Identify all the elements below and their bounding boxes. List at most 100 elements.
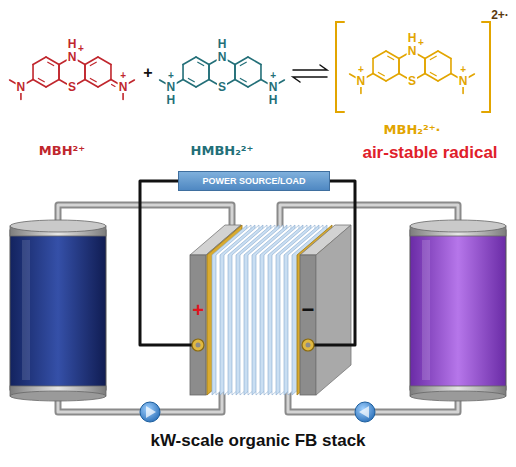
bond-line xyxy=(32,65,34,80)
bond-line xyxy=(373,74,386,82)
bond-line xyxy=(248,80,261,88)
bond-line xyxy=(84,65,86,80)
drawing-part xyxy=(22,240,30,380)
bond-line xyxy=(372,59,374,74)
drawing-part xyxy=(10,220,106,232)
drawing-part xyxy=(355,402,375,422)
bond-line xyxy=(183,80,196,88)
bond-line xyxy=(122,93,124,100)
bond-line xyxy=(59,60,67,65)
bond-line xyxy=(90,78,96,81)
pumps xyxy=(140,402,375,422)
bond-line xyxy=(58,65,60,80)
bond-line xyxy=(128,80,134,84)
atom-label: H xyxy=(166,94,177,106)
bond-line xyxy=(430,72,436,75)
bond-line xyxy=(240,78,246,81)
negolyte-tank xyxy=(10,220,106,401)
bond-line xyxy=(399,74,407,79)
bond-line xyxy=(182,65,184,80)
terminals xyxy=(192,339,314,351)
bond-line xyxy=(386,51,399,59)
bond-line xyxy=(248,57,261,65)
bond-line xyxy=(188,78,194,81)
bond-line xyxy=(33,80,46,88)
atom-label: S xyxy=(407,75,417,87)
atom-label: + xyxy=(167,71,175,81)
bond-line xyxy=(293,65,327,70)
atom-label: + xyxy=(77,44,85,54)
bond-line xyxy=(176,80,183,84)
bond-line xyxy=(84,65,86,80)
bond-line xyxy=(235,80,248,88)
bond-line xyxy=(398,59,400,74)
bond-line xyxy=(240,62,246,65)
bond-line xyxy=(482,22,490,112)
atom-label: N xyxy=(268,81,279,93)
compound-name: MBH²⁺ xyxy=(39,144,85,157)
bond-line xyxy=(373,51,386,59)
annotation-label: 2+· xyxy=(491,9,509,21)
wires xyxy=(140,181,355,345)
power-box: POWER SOURCE/LOAD xyxy=(178,171,330,191)
atom-label: N xyxy=(407,45,418,57)
annotation-label: + xyxy=(192,300,204,320)
atom-label: N xyxy=(16,81,27,93)
bond-line xyxy=(388,56,394,59)
bond-line xyxy=(293,77,327,82)
atom-label: N xyxy=(166,81,177,93)
compound-name: HMBH₂²⁺ xyxy=(191,144,254,157)
drawing-part xyxy=(140,181,192,345)
annotation-label: air-stable radical xyxy=(362,144,497,161)
drawing-part xyxy=(422,240,430,380)
bond-line xyxy=(378,72,384,75)
figure-caption: kW-scale organic FB stack xyxy=(150,432,365,449)
bond-line xyxy=(85,80,98,88)
bond-line xyxy=(196,80,209,88)
drawing-part xyxy=(302,339,314,351)
bond-line xyxy=(360,87,362,94)
pipes xyxy=(58,205,458,412)
bond-line xyxy=(209,60,217,65)
bond-line xyxy=(196,57,209,65)
bond-line xyxy=(425,51,438,59)
bond-line xyxy=(417,74,425,79)
drawing-part xyxy=(316,225,351,395)
bond-line xyxy=(398,59,400,74)
atom-label: N xyxy=(67,51,78,63)
atom-label: H xyxy=(268,94,279,106)
drawing-part xyxy=(410,230,506,390)
bond-line xyxy=(424,59,426,74)
bond-line xyxy=(424,59,426,74)
drawing-part xyxy=(192,339,204,351)
drawing-part xyxy=(359,406,369,418)
atom-label: N xyxy=(356,75,367,87)
bond-line xyxy=(468,74,474,78)
atom-label: + xyxy=(143,65,152,81)
drawing-part xyxy=(300,255,316,395)
bond-line xyxy=(450,59,452,74)
compound-name: MBH₂²⁺· xyxy=(384,123,441,136)
bond-line xyxy=(112,84,115,86)
bond-line xyxy=(399,54,407,59)
bond-line xyxy=(234,65,236,80)
bond-line xyxy=(462,87,464,94)
bond-line xyxy=(98,57,111,65)
bond-line xyxy=(77,80,85,85)
atom-label: + xyxy=(417,38,425,48)
bond-line xyxy=(38,78,44,81)
atom-label: + xyxy=(119,71,127,81)
bond-line xyxy=(227,80,235,85)
atom-label: S xyxy=(217,81,227,93)
drawing-part xyxy=(314,181,355,345)
bond-line xyxy=(438,74,451,82)
bond-line xyxy=(430,56,436,59)
atom-label: N xyxy=(458,75,469,87)
bond-line xyxy=(438,51,451,59)
atom-label: H xyxy=(217,38,228,50)
bond-line xyxy=(26,80,33,84)
bond-line xyxy=(366,74,373,78)
box-label: POWER SOURCE/LOAD xyxy=(202,177,305,186)
